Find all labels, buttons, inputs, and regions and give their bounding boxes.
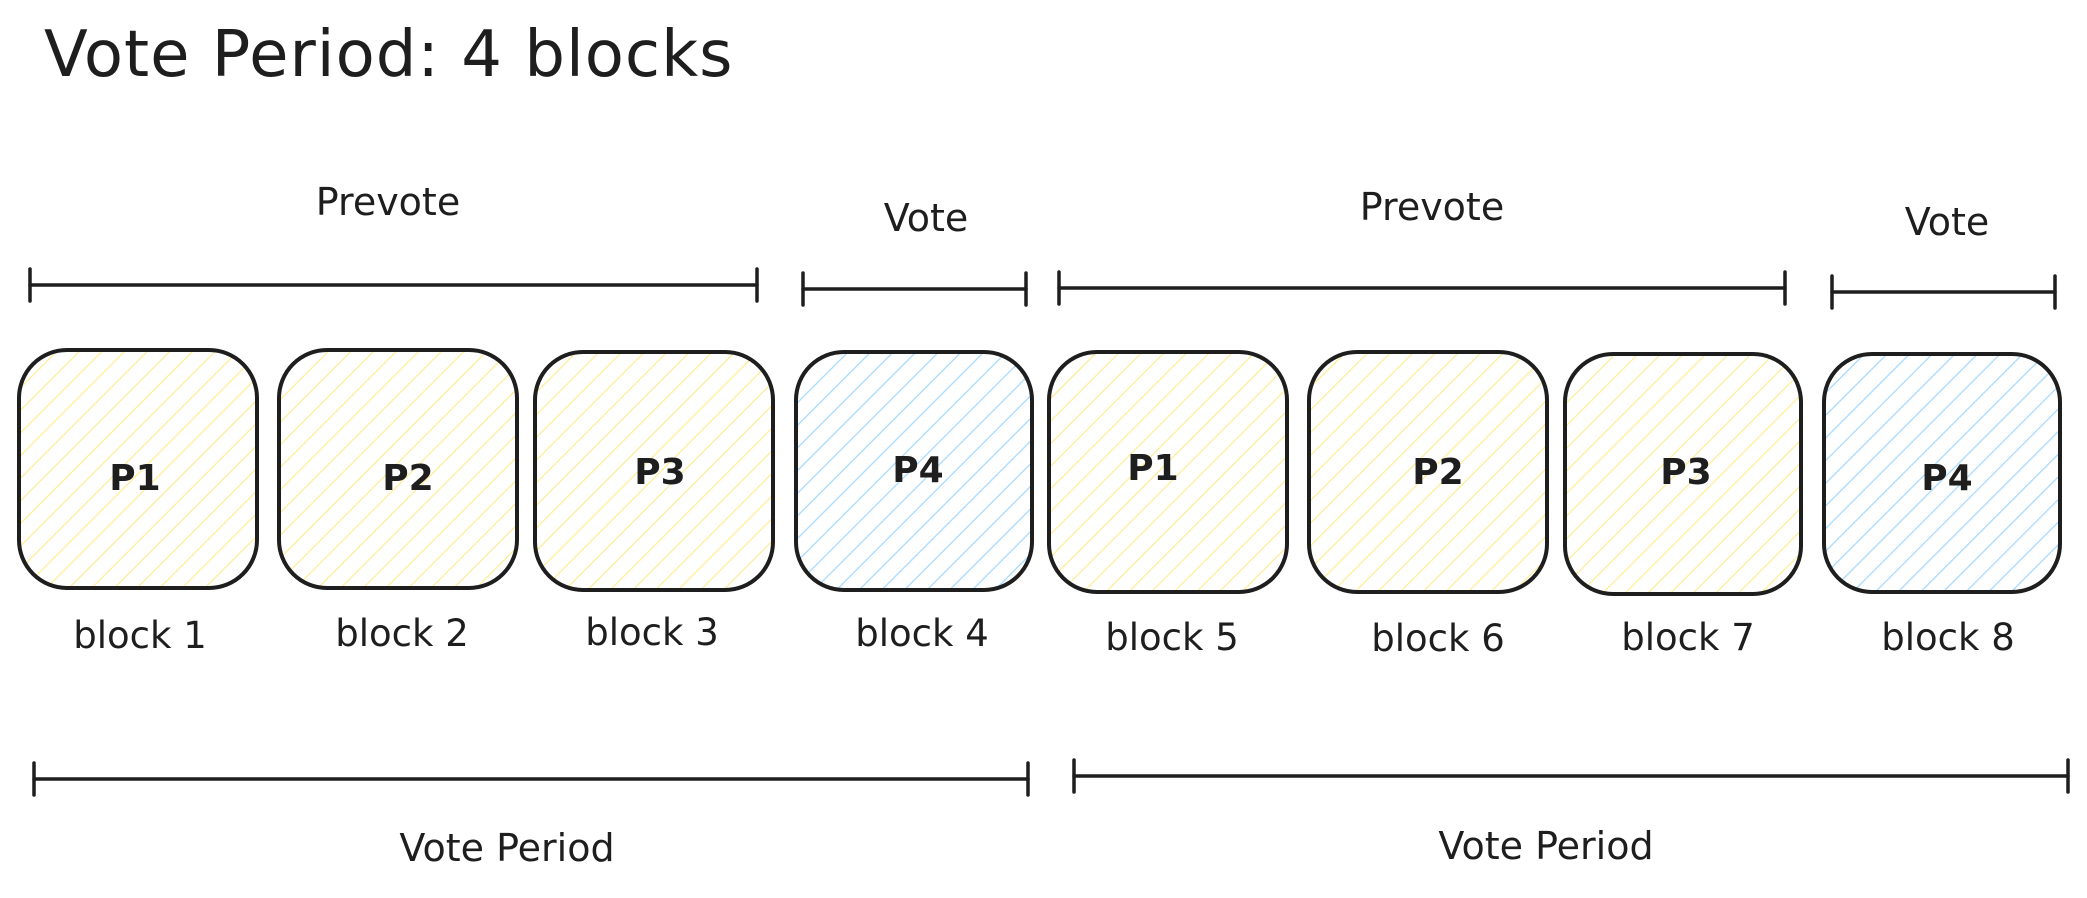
- phase-label-vote-2: Vote: [1904, 200, 1990, 244]
- block-3-label: P3: [634, 452, 685, 493]
- block-1-label: P1: [109, 458, 160, 499]
- block-caption-6: block 6: [1371, 617, 1505, 660]
- block-caption-5: block 5: [1105, 616, 1239, 659]
- phase-brackets: [28, 267, 2057, 310]
- block-2-box: [277, 348, 519, 590]
- block-caption-3: block 3: [585, 611, 719, 654]
- block-8-label: P4: [1921, 458, 1972, 499]
- period-label-2: Vote Period: [1438, 824, 1654, 868]
- phase-label-prevote-2: Prevote: [1359, 185, 1505, 229]
- block-caption-8: block 8: [1881, 616, 2015, 659]
- period-bracket-2: [1072, 758, 2070, 794]
- phase-label-vote-1: Vote: [883, 196, 969, 240]
- block-caption-7: block 7: [1621, 616, 1755, 659]
- block-3-box: [533, 350, 775, 592]
- period-brackets: [32, 758, 2070, 797]
- block-5-label: P1: [1127, 448, 1178, 489]
- phase-bracket-vote-2: [1830, 274, 2057, 310]
- block-4-label: P4: [892, 450, 943, 491]
- block-1-box: [17, 348, 259, 590]
- phase-bracket-prevote-1: [28, 267, 759, 303]
- period-label-1: Vote Period: [399, 826, 615, 870]
- block-4-box: [794, 350, 1034, 592]
- block-8-box: [1822, 352, 2062, 594]
- block-6-label: P2: [1412, 452, 1463, 493]
- block-6-box: [1307, 350, 1549, 594]
- phase-label-prevote-1: Prevote: [315, 180, 461, 224]
- blocks-layer: P1 P2 P3 P4 P1 P2 P3 P4: [17, 348, 2062, 596]
- block-7-label: P3: [1660, 452, 1711, 493]
- block-5-box: [1047, 350, 1289, 594]
- period-bracket-1: [32, 761, 1030, 797]
- block-7-box: [1563, 352, 1803, 596]
- block-2-label: P2: [382, 458, 433, 499]
- phase-bracket-prevote-2: [1057, 270, 1787, 306]
- phase-bracket-vote-1: [801, 271, 1028, 307]
- block-caption-1: block 1: [73, 614, 207, 657]
- diagram-title: Vote Period: 4 blocks: [44, 18, 734, 92]
- block-caption-2: block 2: [335, 612, 469, 655]
- block-caption-4: block 4: [855, 612, 989, 655]
